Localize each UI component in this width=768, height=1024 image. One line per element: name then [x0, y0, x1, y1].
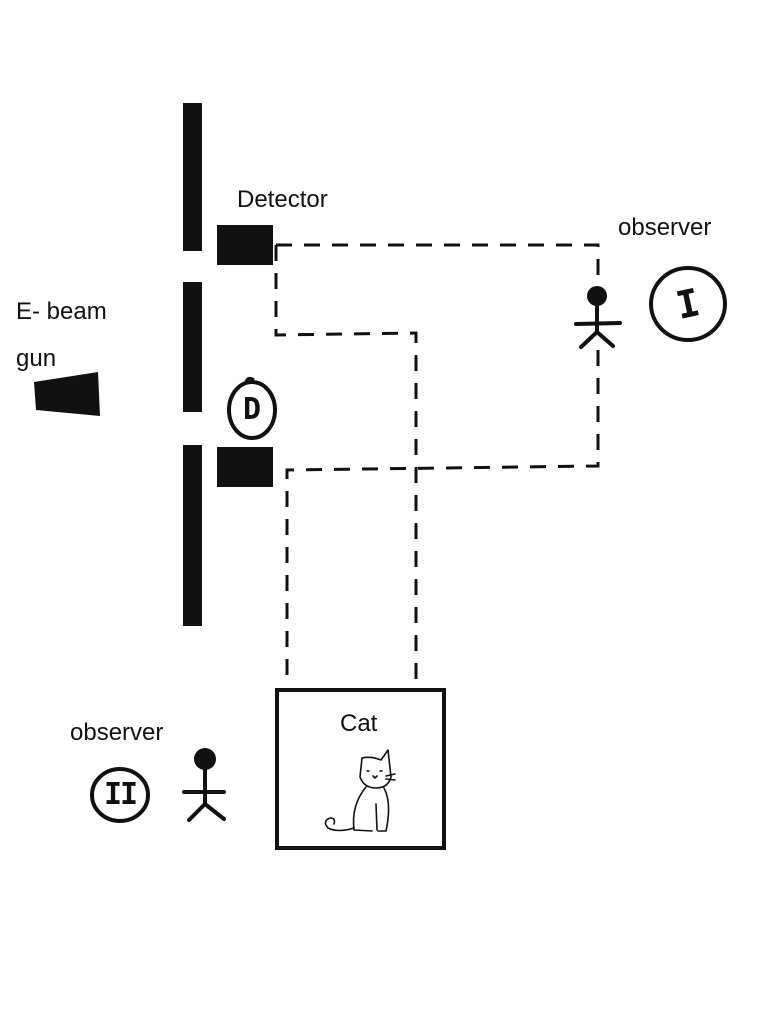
cat-box — [275, 688, 446, 850]
wire-top-detector-to-cat-box — [274, 245, 418, 688]
observer-one-circle — [649, 266, 727, 342]
barrier-middle-segment — [183, 282, 202, 412]
barrier-bottom-segment — [183, 445, 202, 626]
gun-label-line1: E- beam — [16, 298, 107, 325]
detector-mark: D — [242, 392, 262, 427]
detector-label: Detector — [237, 186, 328, 213]
gun-label-line2: gun — [16, 345, 57, 372]
observer-two-figure — [182, 748, 226, 822]
detector-mark-tick — [244, 376, 255, 383]
observer-two-circle — [90, 767, 150, 823]
detector-top — [217, 225, 273, 265]
cat-icon — [324, 749, 396, 832]
cat-label: Cat — [340, 710, 378, 737]
electron-gun — [34, 372, 100, 416]
observer-one-numeral: I — [672, 280, 704, 328]
wire-observer-one-to-bottom-detector — [285, 350, 600, 685]
observer-one-figure — [574, 286, 622, 349]
barrier-top-segment — [183, 103, 202, 251]
observer-two-numeral: II — [103, 777, 138, 812]
detector-mark-circle — [227, 380, 277, 440]
wire-top-detector-to-observer-one — [276, 243, 600, 278]
observer-two-label: observer — [70, 719, 164, 746]
observer-one-label: observer — [618, 214, 712, 241]
detector-bottom — [217, 447, 273, 487]
